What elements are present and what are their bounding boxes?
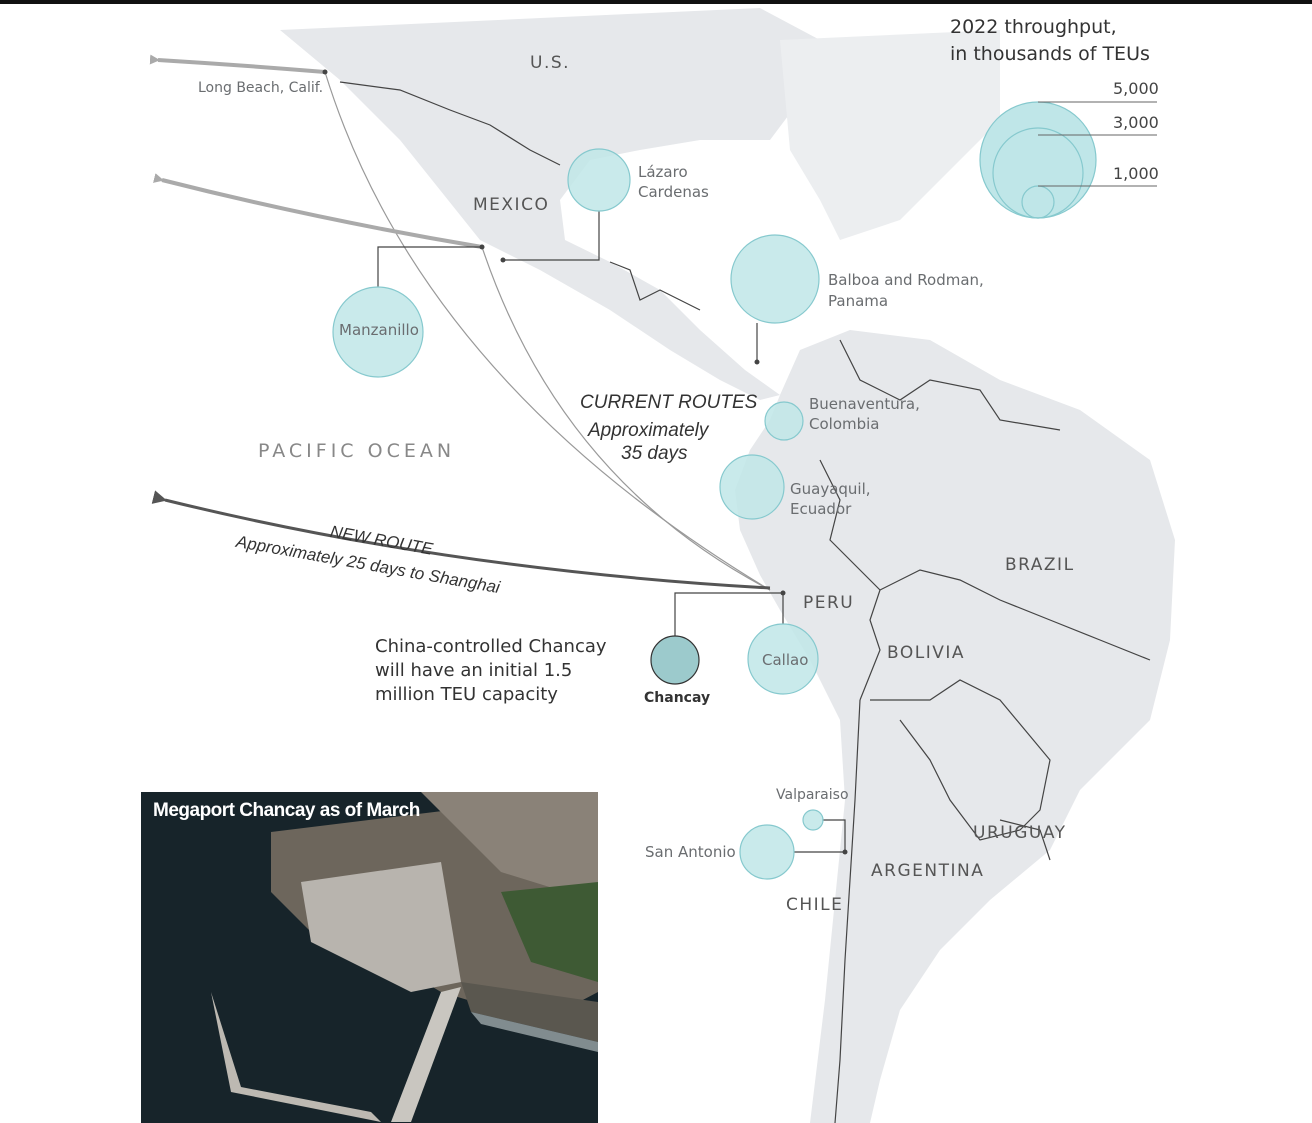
label-chancay: Chancay [644,690,711,706]
label-buenaventura-1: Buenaventura, [809,395,920,413]
label-peru: PERU [803,593,855,613]
land-caribbean [780,30,1000,240]
label-san-antonio: San Antonio [645,843,736,861]
bubble-manzanillo [332,286,424,378]
arrow-new-route [151,490,771,590]
legend-1000: 1,000 [1113,164,1159,183]
label-pacific-ocean: PACIFIC OCEAN [258,440,456,462]
label-us: U.S. [530,53,571,73]
leader-lines [377,211,846,853]
current-routes-sub2: 35 days [621,443,688,464]
bubble-balboa [730,234,820,324]
arrow-manzanillo [153,173,483,249]
label-lazaro-2: Cardenas [638,183,709,201]
label-brazil: BRAZIL [1005,555,1075,575]
legend-title-line1: 2022 throughput, [950,16,1117,38]
legend-lines [1038,101,1157,187]
label-bolivia: BOLIVIA [887,643,966,663]
bubble-lazaro-cardenas [567,148,631,212]
current-routes-title: CURRENT ROUTES [580,392,758,413]
label-mexico: MEXICO [473,195,550,215]
label-guayaquil-1: Guayaquil, [790,480,871,498]
legend-title-line2: in thousands of TEUs [950,43,1150,65]
label-lazaro-1: Lázaro [638,163,688,181]
port-bubbles [332,148,824,880]
port-dots [322,69,848,855]
chancay-note: China-controlled Chancay will have an in… [375,635,607,707]
satellite-photo: Megaport Chancay as of March [141,792,598,1123]
bubble-buenaventura [764,401,804,441]
current-routes-sub1: Approximately [588,420,709,441]
satellite-image [141,792,598,1123]
label-callao: Callao [762,651,809,669]
land-south-america [735,330,1175,1123]
label-uruguay: URUGUAY [973,823,1067,843]
photo-title: Megaport Chancay as of March [153,800,420,821]
label-valparaiso: Valparaiso [776,787,849,803]
land-north-central-america [280,8,820,400]
arrow-long-beach [149,54,326,74]
bubble-san-antonio [739,824,795,880]
legend-3000: 3,000 [1113,113,1159,132]
label-balboa-1: Balboa and Rodman, [828,271,984,289]
label-buenaventura-2: Colombia [809,415,880,433]
label-guayaquil-2: Ecuador [790,500,852,518]
bubble-guayaquil [719,454,785,520]
label-long-beach: Long Beach, Calif. [198,80,324,96]
legend-title: 2022 throughput, in thousands of TEUs [950,14,1150,68]
legend-circles [979,101,1097,219]
bubble-chancay [650,635,700,685]
note-line1: China-controlled Chancay [375,636,607,657]
country-borders [339,81,1151,1123]
legend-5000: 5,000 [1113,79,1159,98]
note-line2: will have an initial 1.5 [375,660,573,681]
note-line3: million TEU capacity [375,684,558,705]
bubble-callao [747,623,819,695]
bubble-valparaiso [802,809,824,831]
top-border [0,0,1312,4]
label-chile: CHILE [786,895,844,915]
label-manzanillo: Manzanillo [339,321,419,339]
label-argentina: ARGENTINA [871,861,985,881]
current-routes [324,71,771,591]
label-balboa-2: Panama [828,292,889,310]
